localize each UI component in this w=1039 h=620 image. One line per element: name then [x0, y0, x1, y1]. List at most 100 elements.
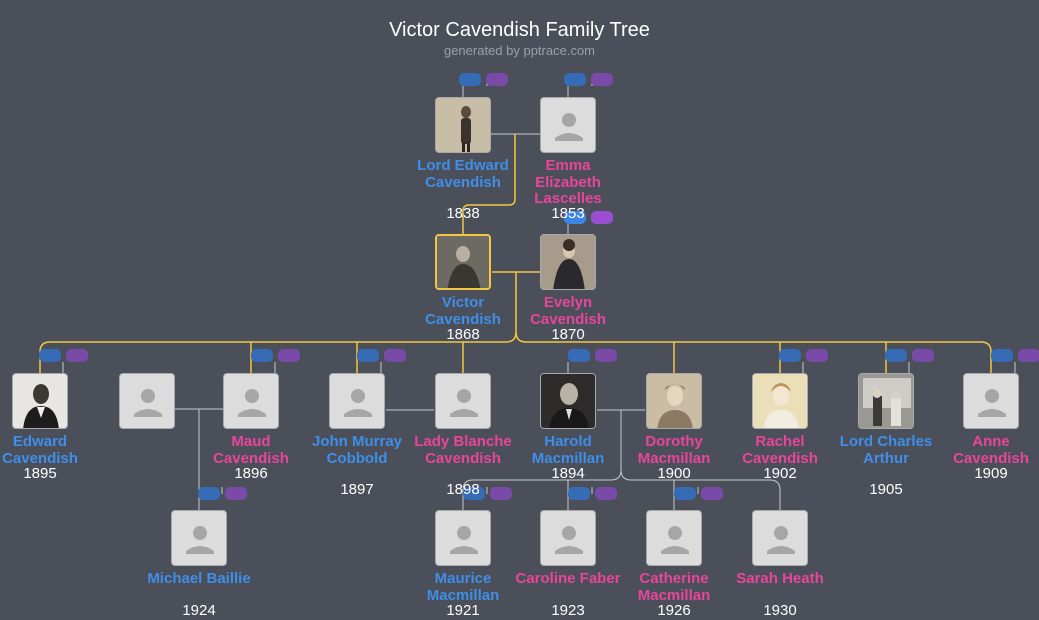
expand-pills[interactable] [459, 73, 509, 86]
person-name: Rachel Cavendish [742, 433, 818, 467]
portrait-icon [859, 374, 913, 428]
expand-pills[interactable] [463, 487, 513, 500]
expand-pill-icon[interactable] [806, 349, 828, 362]
expand-pill-icon[interactable] [991, 349, 1013, 362]
expand-pills[interactable] [564, 73, 614, 86]
person-birth-year: 1897 [340, 481, 374, 498]
expand-pill-icon[interactable] [463, 487, 485, 500]
expand-pill-icon[interactable] [384, 349, 406, 362]
person-name: Evelyn Cavendish [530, 294, 606, 328]
person-name: Harold Macmillan [531, 433, 605, 467]
expand-pill-icon[interactable] [39, 349, 61, 362]
page-title: Victor Cavendish Family Tree [389, 19, 650, 41]
person-silhouette-icon [978, 389, 1006, 417]
expand-pills[interactable] [568, 349, 618, 362]
expand-pill-icon[interactable] [595, 487, 617, 500]
person-birth-year: 1930 [763, 602, 797, 619]
person-birth-year: 1868 [446, 326, 480, 343]
person-birth-year: 1898 [446, 481, 480, 498]
person-silhouette-icon [344, 389, 372, 417]
person-silhouette-icon [450, 526, 478, 554]
person-birth-year: 1926 [657, 602, 691, 619]
person-photo [329, 373, 385, 429]
person-photo [540, 234, 596, 290]
expand-pill-icon[interactable] [357, 349, 379, 362]
person-name: Michael Baillie [147, 570, 251, 587]
expand-pill-icon[interactable] [198, 487, 220, 500]
expand-pill-icon[interactable] [564, 211, 586, 224]
expand-pill-icon[interactable] [912, 349, 934, 362]
person-photo [646, 373, 702, 429]
expand-pill-icon[interactable] [591, 73, 613, 86]
expand-pill-icon[interactable] [225, 487, 247, 500]
person-name: Lady Blanche Cavendish [414, 433, 512, 467]
expand-pills[interactable] [198, 487, 248, 500]
person-photo [435, 373, 491, 429]
page-subtitle: generated by pptrace.com [443, 43, 596, 58]
person-birth-year: 1905 [869, 481, 903, 498]
person-name: Dorothy Macmillan [637, 433, 711, 467]
expand-pill-icon[interactable] [591, 211, 613, 224]
expand-pill-icon[interactable] [674, 487, 696, 500]
expand-pill-icon[interactable] [459, 73, 481, 86]
expand-pills[interactable] [885, 349, 935, 362]
person-photo [858, 373, 914, 429]
person-silhouette-icon [134, 389, 162, 417]
portrait-icon [437, 236, 489, 288]
expand-pills[interactable] [674, 487, 724, 500]
expand-pills[interactable] [568, 487, 618, 500]
expand-pill-icon[interactable] [66, 349, 88, 362]
expand-pill-icon[interactable] [568, 349, 590, 362]
person-birth-year: 1896 [234, 465, 268, 482]
person-name: Lord Charles Arthur [839, 433, 933, 467]
person-photo [223, 373, 279, 429]
person-photo [119, 373, 175, 429]
person-birth-year: 1870 [551, 326, 585, 343]
person-name: Maurice Macmillan [426, 570, 500, 604]
expand-pill-icon[interactable] [251, 349, 273, 362]
person-name: Emma Elizabeth Lascelles [534, 157, 602, 207]
person-photo [435, 234, 491, 290]
person-silhouette-icon [450, 389, 478, 417]
portrait-icon [753, 374, 807, 428]
expand-pill-icon[interactable] [885, 349, 907, 362]
expand-pill-icon[interactable] [595, 349, 617, 362]
person-photo [435, 97, 491, 153]
person-silhouette-icon [555, 526, 583, 554]
expand-pills[interactable] [39, 349, 89, 362]
expand-pill-icon[interactable] [564, 73, 586, 86]
person-name: Catherine Macmillan [637, 570, 711, 604]
expand-pill-icon[interactable] [1018, 349, 1039, 362]
person-name: Edward Cavendish [2, 433, 78, 467]
expand-pill-icon[interactable] [568, 487, 590, 500]
person-silhouette-icon [555, 113, 583, 141]
portrait-icon [436, 98, 490, 152]
person-photo [435, 510, 491, 566]
person-silhouette-icon [661, 526, 689, 554]
expand-pill-icon[interactable] [701, 487, 723, 500]
person-birth-year: 1909 [974, 465, 1008, 482]
person-name: Lord Edward Cavendish [417, 157, 509, 191]
person-birth-year: 1900 [657, 465, 691, 482]
expand-pills[interactable] [991, 349, 1039, 362]
person-silhouette-icon [767, 526, 795, 554]
portrait-icon [647, 374, 701, 428]
person-name: John Murray Cobbold [311, 433, 402, 467]
person-photo [540, 373, 596, 429]
expand-pills[interactable] [251, 349, 301, 362]
person-birth-year: 1894 [551, 465, 585, 482]
portrait-icon [541, 235, 595, 289]
expand-pills[interactable] [779, 349, 829, 362]
expand-pill-icon[interactable] [490, 487, 512, 500]
person-birth-year: 1895 [23, 465, 57, 482]
expand-pill-icon[interactable] [779, 349, 801, 362]
person-photo [752, 510, 808, 566]
expand-pills[interactable] [564, 211, 614, 224]
expand-pill-icon[interactable] [278, 349, 300, 362]
person-birth-year: 1902 [763, 465, 797, 482]
expand-pills[interactable] [357, 349, 407, 362]
person-photo [646, 510, 702, 566]
expand-pill-icon[interactable] [486, 73, 508, 86]
person-photo [963, 373, 1019, 429]
person-photo [540, 97, 596, 153]
